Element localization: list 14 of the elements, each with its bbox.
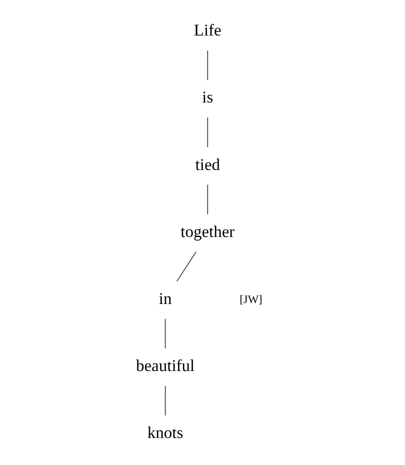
connector: [206, 184, 208, 214]
node-text: is: [202, 87, 213, 106]
node-text: tied: [194, 154, 220, 174]
connector: [164, 318, 166, 348]
connector: [206, 50, 208, 80]
connector: [206, 116, 208, 148]
node-text: knots: [146, 422, 183, 442]
connector: [164, 385, 166, 416]
connector: [176, 250, 196, 282]
node-text: together: [180, 221, 234, 240]
node-text: Life: [193, 20, 221, 40]
node-text: beautiful: [135, 356, 194, 375]
label: [JW]: [239, 293, 262, 306]
node-text: in: [158, 288, 172, 308]
